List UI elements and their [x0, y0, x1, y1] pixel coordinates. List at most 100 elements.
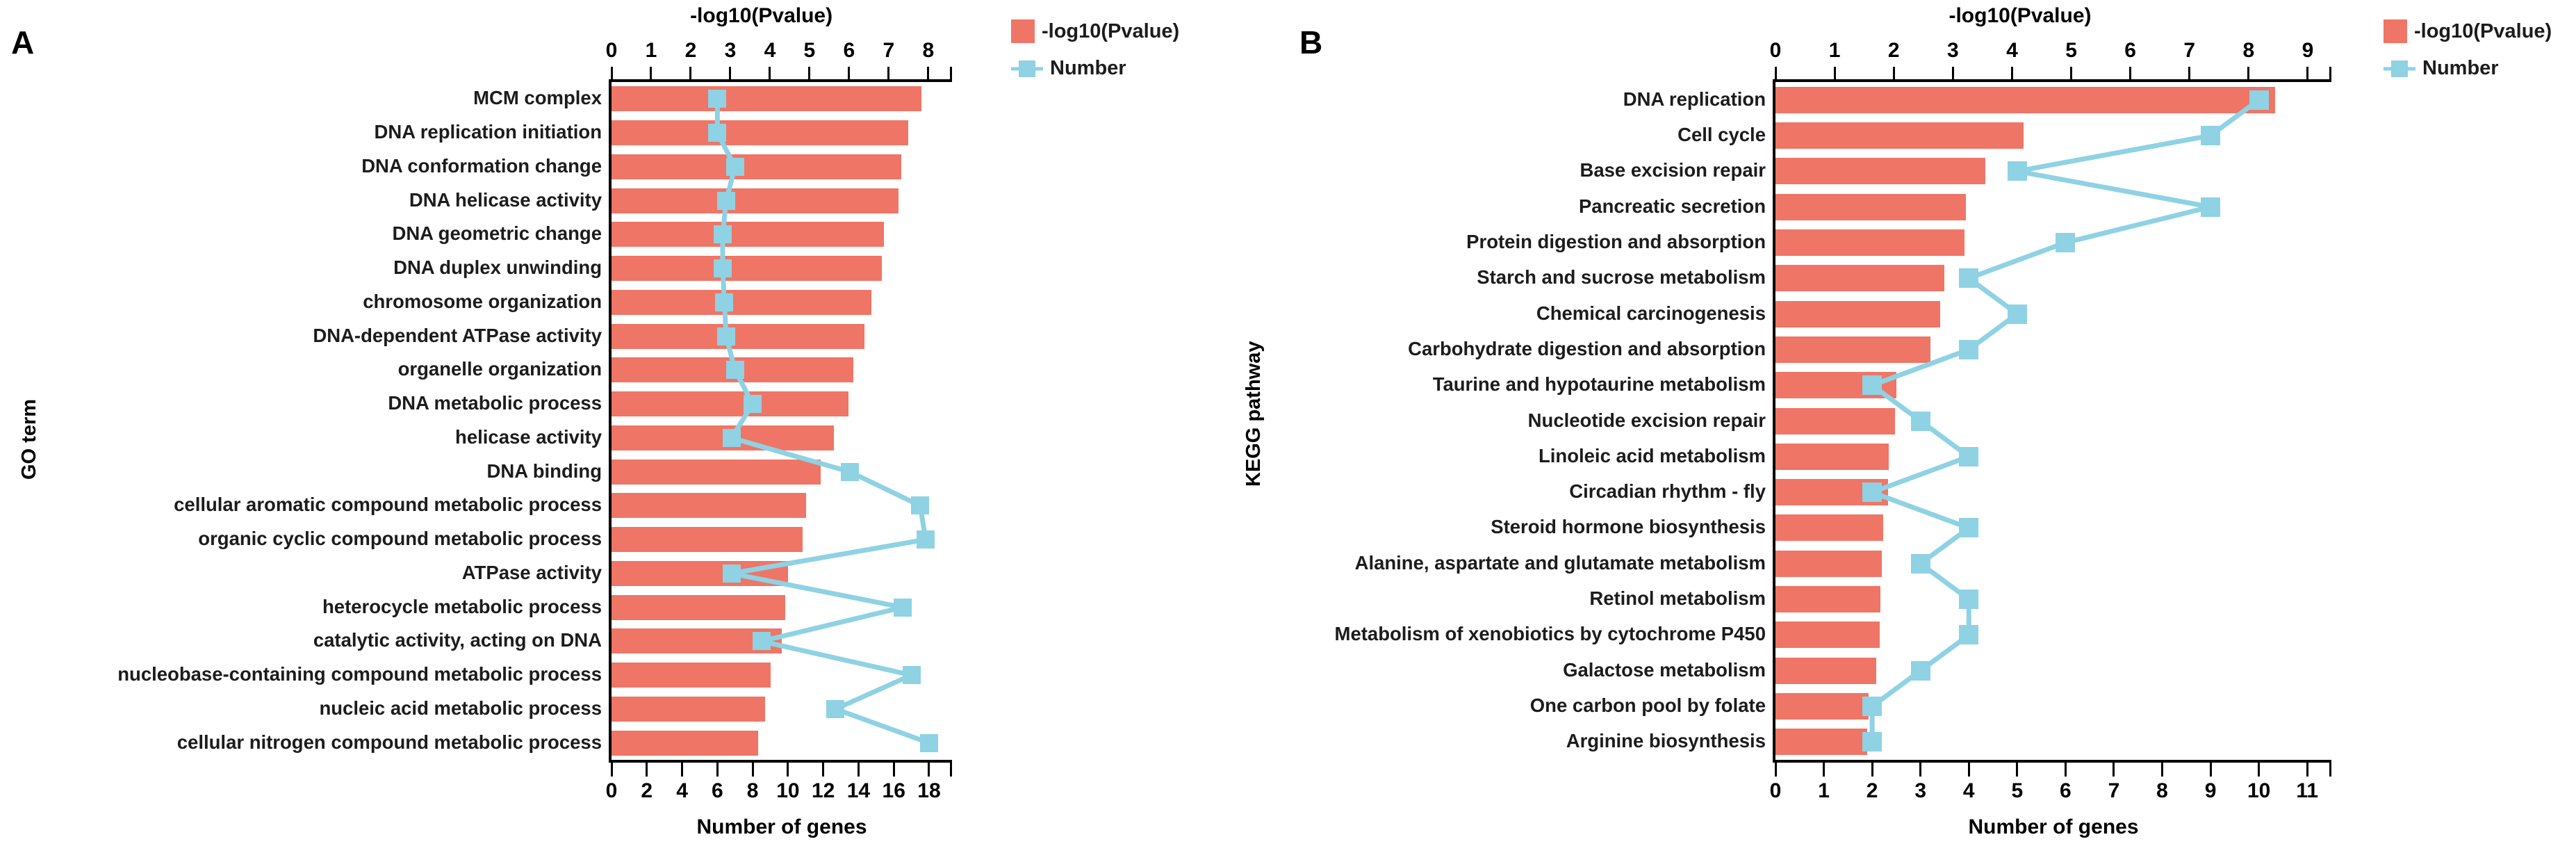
category-label: nucleic acid metabolic process [319, 697, 602, 719]
bottom-axis-tick [2258, 763, 2261, 777]
bottom-axis-tick-label: 6 [2060, 779, 2072, 802]
bottom-axis-tick-label: 7 [2108, 779, 2120, 802]
number-marker [1959, 590, 1979, 610]
top-axis-tick-label: 5 [803, 39, 816, 62]
top-axis-tick-label: 7 [2183, 39, 2196, 62]
left-axis-spine [609, 79, 612, 763]
category-label: chromosome organization [363, 290, 602, 312]
number-marker [725, 157, 744, 176]
bottom-axis-tick [716, 763, 719, 777]
number-marker [1959, 268, 1979, 289]
number-marker [2201, 197, 2221, 217]
panel-a-plot-area [612, 82, 952, 760]
number-marker [911, 496, 930, 515]
top-axis-tick [808, 67, 811, 81]
legend-line-label: Number [1050, 57, 1126, 79]
bottom-axis-tick [2113, 763, 2115, 777]
bottom-axis-tick-label: 2 [641, 779, 653, 802]
number-marker [919, 733, 938, 752]
top-axis-tick-label: 8 [2242, 39, 2255, 62]
bottom-axis-tick [787, 763, 789, 777]
category-label: nucleobase-containing compound metabolic… [117, 663, 602, 685]
category-label: heterocycle metabolic process [322, 595, 602, 617]
category-label: DNA geometric change [392, 222, 602, 245]
top-axis-tick [2070, 67, 2073, 81]
bottom-axis-tick [857, 763, 860, 777]
number-marker [715, 293, 734, 311]
bar [612, 391, 848, 417]
bottom-axis-tick [822, 763, 825, 777]
number-marker [1862, 375, 1882, 396]
top-axis-tick-label: 4 [764, 39, 776, 62]
top-axis-tick [729, 67, 732, 81]
bottom-axis-tick [751, 763, 754, 777]
bar [612, 560, 789, 586]
bottom-axis-tick-label: 4 [1962, 779, 1975, 802]
top-axis-tick [848, 67, 851, 81]
bar [1775, 407, 1895, 434]
top-axis-end-tick [2329, 67, 2331, 81]
category-label: MCM complex [473, 87, 602, 109]
bottom-axis-tick-label: 3 [1914, 779, 1927, 802]
number-marker [1959, 339, 1979, 359]
bar [612, 289, 871, 315]
number-marker [840, 462, 859, 481]
bottom-axis-tick [681, 763, 684, 777]
number-marker [902, 666, 921, 685]
bottom-axis-tick [610, 763, 613, 777]
legend-item-pvalue: -log10(Pvalue) [1011, 19, 1179, 43]
bottom-axis-line [612, 760, 952, 763]
bar [1775, 729, 1867, 756]
bar [1775, 622, 1880, 649]
top-axis-tick-label: 0 [1769, 39, 1782, 62]
number-marker [1959, 625, 1979, 645]
bottom-axis-end-tick [950, 763, 952, 777]
category-label: Base excision repair [1580, 159, 1766, 181]
category-label: Circadian rhythm - fly [1569, 480, 1766, 503]
top-axis-tick [1892, 67, 1895, 81]
panel-a-top-axis-title: -log10(Pvalue) [690, 4, 833, 27]
top-axis-tick-label: 8 [922, 39, 935, 62]
top-axis-tick [610, 67, 613, 81]
category-label: Linoleic acid metabolism [1538, 444, 1766, 466]
bar [612, 120, 909, 146]
category-label: organic cyclic compound metabolic proces… [198, 528, 602, 550]
top-axis-tick [887, 67, 890, 81]
bar [612, 527, 803, 553]
bottom-axis-tick [1774, 763, 1777, 777]
category-label: catalytic activity, acting on DNA [313, 629, 602, 651]
bottom-axis-tick-label: 12 [811, 779, 835, 802]
top-axis-end-tick [950, 67, 952, 81]
panel-b-bottom-axis-title: Number of genes [1968, 815, 2139, 838]
bar [612, 86, 921, 112]
bar [612, 696, 766, 722]
number-marker [1862, 697, 1882, 717]
number-marker [2201, 125, 2221, 145]
top-axis-tick-label: 9 [2302, 39, 2314, 62]
bottom-axis-end-tick [2329, 763, 2331, 777]
category-label: Arginine biosynthesis [1566, 730, 1766, 752]
bar [1775, 122, 2024, 149]
top-axis-tick-label: 3 [1946, 39, 1959, 62]
bar [1775, 158, 1986, 185]
category-label: Starch and sucrose metabolism [1477, 266, 1766, 289]
top-axis-tick-label: 0 [605, 39, 618, 62]
category-label: DNA replication [1623, 88, 1766, 110]
bar [1775, 514, 1883, 542]
number-marker [2007, 304, 2027, 324]
bottom-axis-tick [2161, 763, 2164, 777]
bar [612, 323, 864, 349]
legend-bar-swatch-icon [2384, 19, 2407, 43]
top-axis-line [612, 79, 952, 82]
top-axis-tick-label: 5 [2065, 39, 2077, 62]
number-marker [1910, 660, 1930, 681]
panel-b: B KEGG pathway -log10(Pvalue) Number of … [1242, 0, 2576, 853]
category-label: DNA helicase activity [409, 188, 602, 211]
bottom-axis-tick-label: 8 [2156, 779, 2168, 802]
panel-b-top-axis-title: -log10(Pvalue) [1949, 4, 2092, 27]
panel-a-bottom-axis-title: Number of genes [696, 815, 867, 838]
bottom-axis-tick-label: 18 [917, 779, 941, 802]
number-marker [1959, 446, 1979, 466]
legend-bar-swatch-icon [1011, 19, 1035, 43]
